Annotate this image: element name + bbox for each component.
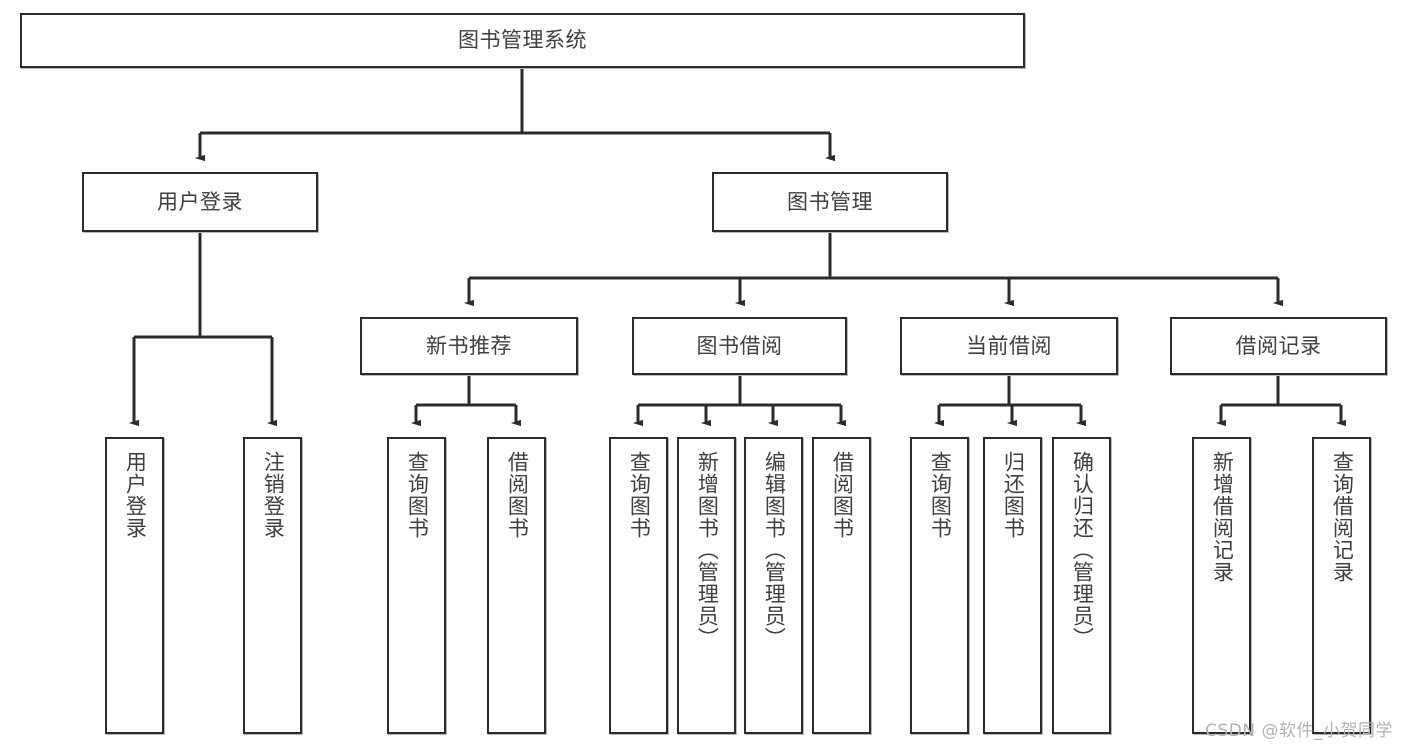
leaf-edit-book-admin-label: 编辑图书（管理员） (762, 451, 787, 649)
node-user-login-label: 用户登录 (157, 189, 243, 214)
node-borrow-record-label: 借阅记录 (1235, 333, 1322, 358)
leaf-user-logout[interactable]: 注销登录 (243, 437, 302, 734)
node-book-manage-label: 图书管理 (787, 189, 873, 214)
node-new-book-recommend[interactable]: 新书推荐 (360, 317, 578, 375)
leaf-confirm-return-admin[interactable]: 确认归还（管理员） (1052, 437, 1111, 734)
leaf-query-book-borrow[interactable]: 查询图书 (609, 437, 668, 734)
leaf-query-book-borrow-label: 查询图书 (627, 451, 652, 539)
leaf-borrow-book-newrec-label: 借阅图书 (505, 451, 530, 539)
leaf-edit-book-admin[interactable]: 编辑图书（管理员） (744, 437, 803, 734)
leaf-query-book-newrec-label: 查询图书 (405, 451, 430, 539)
leaf-query-borrow-record-label: 查询借阅记录 (1330, 451, 1355, 583)
leaf-add-borrow-record[interactable]: 新增借阅记录 (1192, 437, 1251, 734)
leaf-query-borrow-record[interactable]: 查询借阅记录 (1312, 437, 1371, 734)
node-current-borrow[interactable]: 当前借阅 (900, 317, 1118, 375)
leaf-add-book-admin-label: 新增图书（管理员） (695, 451, 720, 649)
leaf-add-book-admin[interactable]: 新增图书（管理员） (677, 437, 736, 734)
node-new-book-recommend-label: 新书推荐 (426, 333, 512, 358)
leaf-return-book-label: 归还图书 (1001, 451, 1026, 539)
node-book-borrow-label: 图书借阅 (696, 333, 783, 358)
leaf-query-book-newrec[interactable]: 查询图书 (387, 437, 446, 734)
node-root[interactable]: 图书管理系统 (20, 13, 1025, 68)
node-user-login[interactable]: 用户登录 (82, 172, 318, 232)
node-book-borrow[interactable]: 图书借阅 (632, 317, 847, 375)
node-current-borrow-label: 当前借阅 (966, 333, 1052, 358)
leaf-borrow-book-borrow-label: 借阅图书 (830, 451, 855, 539)
node-borrow-record[interactable]: 借阅记录 (1170, 317, 1387, 375)
leaf-query-book-current[interactable]: 查询图书 (910, 437, 969, 734)
leaf-borrow-book-newrec[interactable]: 借阅图书 (487, 437, 546, 734)
csdn-watermark: CSDN @软件_小贺同学 (1205, 721, 1393, 741)
node-book-manage[interactable]: 图书管理 (712, 172, 948, 232)
leaf-borrow-book-borrow[interactable]: 借阅图书 (812, 437, 871, 734)
node-root-label: 图书管理系统 (458, 28, 587, 53)
leaf-user-login[interactable]: 用户登录 (105, 437, 164, 734)
leaf-user-logout-label: 注销登录 (261, 451, 286, 539)
leaf-return-book[interactable]: 归还图书 (983, 437, 1042, 734)
leaf-user-login-label: 用户登录 (123, 451, 148, 539)
leaf-confirm-return-admin-label: 确认归还（管理员） (1070, 451, 1095, 649)
leaf-add-borrow-record-label: 新增借阅记录 (1210, 451, 1235, 583)
leaf-query-book-current-label: 查询图书 (928, 451, 953, 539)
